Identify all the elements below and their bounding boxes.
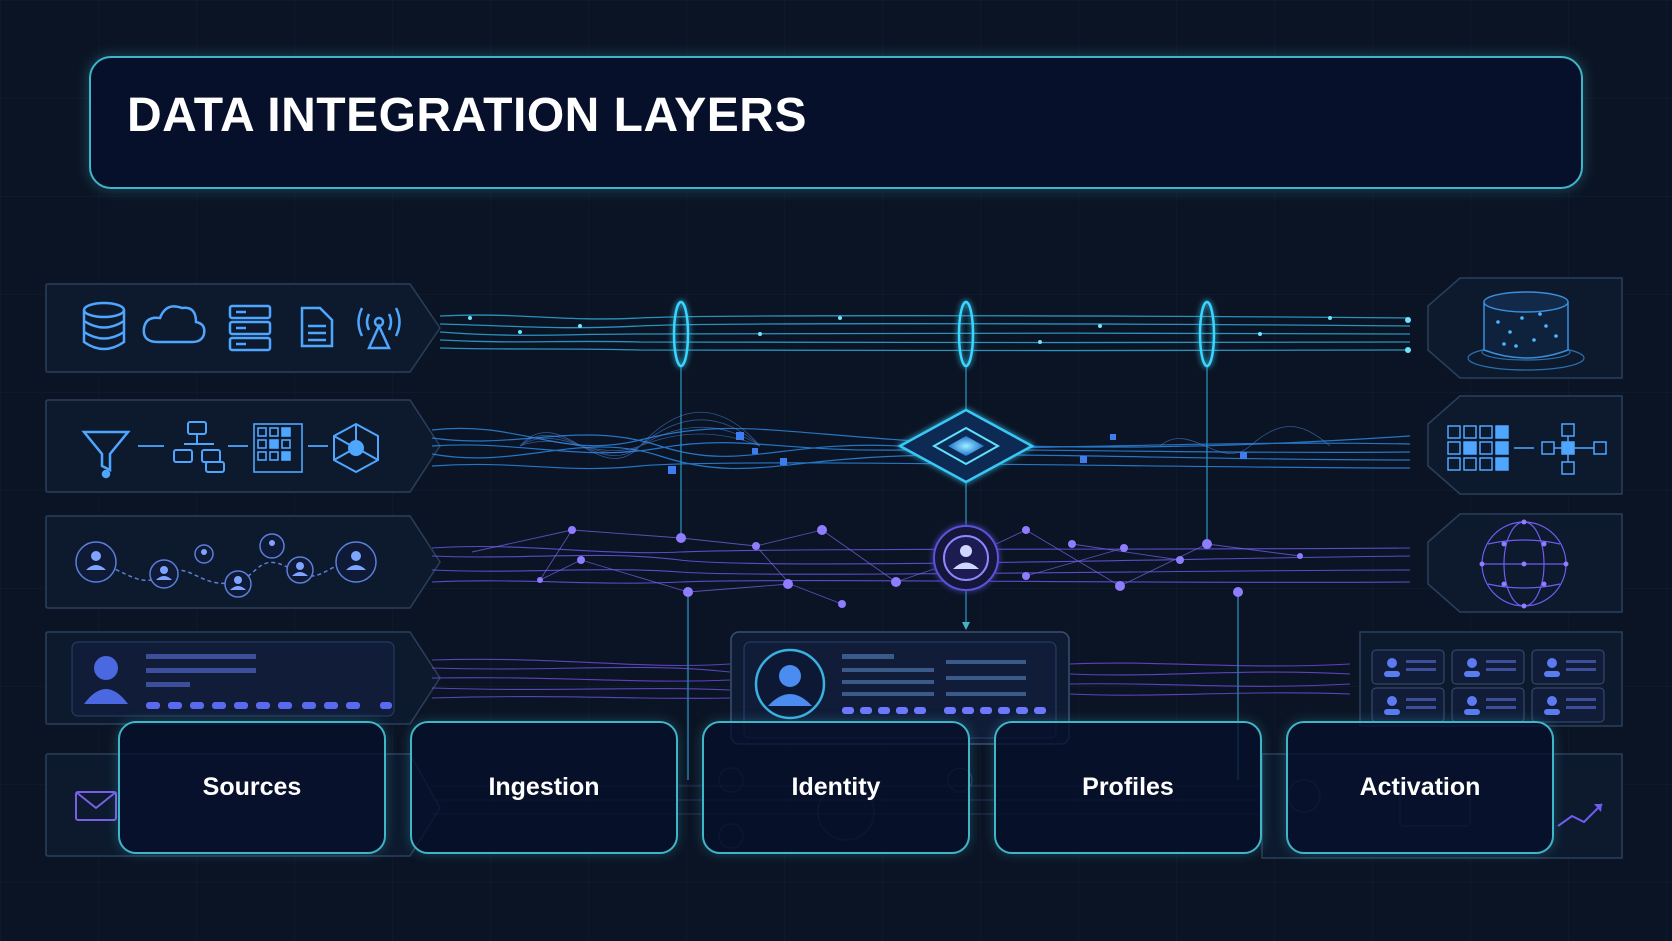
identity-center-node (933, 525, 999, 591)
row1-rings (672, 300, 1216, 368)
ingestion-wave (519, 411, 1331, 459)
sources-flow-dots (468, 316, 1411, 353)
title-banner: DATA INTEGRATION LAYERS (89, 56, 1583, 189)
trend-chart-icon (1557, 803, 1603, 827)
mini-profile-cards (1371, 649, 1605, 723)
layer-label-sources: Sources (202, 773, 302, 801)
ingestion-particles (668, 432, 1247, 474)
page-title: DATA INTEGRATION LAYERS (127, 89, 807, 142)
right-flow-icon (1541, 423, 1607, 475)
left-panel-identity (45, 515, 441, 609)
network-node-icon (333, 422, 379, 474)
globe-network-icon (1479, 519, 1569, 609)
database-icon (82, 301, 126, 351)
cloud-icon (142, 305, 206, 344)
flowchart-icon (173, 421, 225, 473)
layer-label-ingestion: Ingestion (488, 773, 600, 801)
ingestion-flow-lines (431, 427, 1411, 470)
sources-flow-lines (439, 314, 1411, 352)
profile-card-icon (71, 641, 395, 717)
layer-card-sources[interactable]: Sources (118, 721, 386, 854)
central-profile-dots (842, 707, 1046, 714)
layer-card-profiles[interactable]: Profiles (994, 721, 1262, 854)
right-grid-icon (1447, 425, 1534, 471)
identity-arrow (962, 622, 970, 630)
central-profile-card (730, 631, 1070, 745)
layer-label-profiles: Profiles (1082, 773, 1174, 801)
server-icon (228, 304, 272, 352)
user-network-icon (75, 533, 377, 598)
identity-flow-lines (431, 545, 1411, 584)
antenna-icon (357, 307, 401, 350)
layer-label-identity: Identity (791, 773, 881, 801)
layer-card-identity[interactable]: Identity (702, 721, 970, 854)
data-cylinder-icon (1467, 291, 1585, 371)
identity-nodes (537, 525, 1303, 608)
document-icon (300, 306, 334, 348)
ingestion-core-node (897, 408, 1035, 484)
mail-icon (75, 791, 117, 821)
layer-card-activation[interactable]: Activation (1286, 721, 1554, 854)
grid-icon (253, 423, 303, 473)
funnel-icon (81, 430, 131, 479)
identity-mesh (471, 529, 1301, 605)
layer-card-ingestion[interactable]: Ingestion (410, 721, 678, 854)
profiles-flow-lines (431, 658, 1351, 699)
layer-label-activation: Activation (1359, 773, 1481, 801)
trend-arrow-icon (1594, 804, 1602, 812)
